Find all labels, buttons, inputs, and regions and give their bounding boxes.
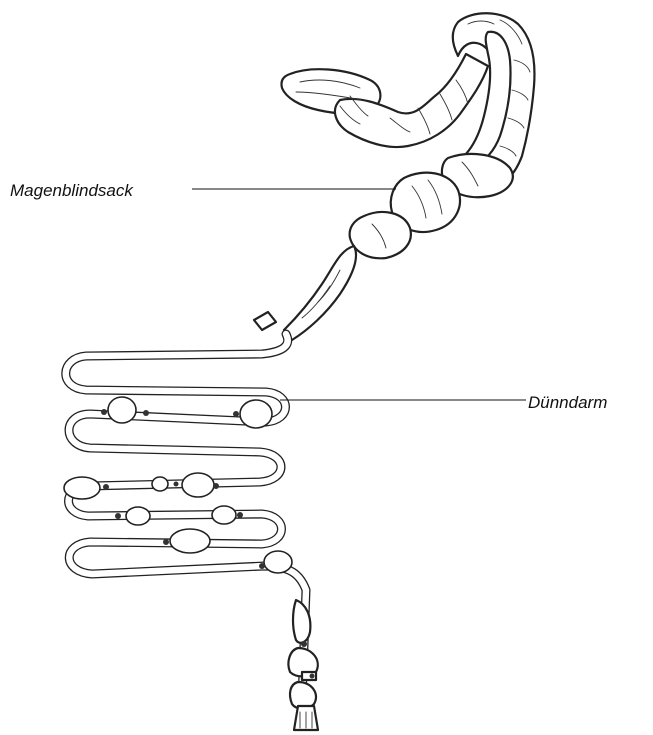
intestine-knot — [115, 513, 121, 519]
intestine-bulge — [212, 506, 236, 524]
label-text-magenblindsack: Magenblindsack — [10, 181, 134, 200]
stomach-connecting-segment — [335, 54, 488, 147]
descending-tube — [284, 246, 356, 340]
intestine-bulge — [264, 551, 292, 573]
intestine-bulge — [108, 397, 136, 423]
label-text-duenndarm: Dünndarm — [528, 393, 607, 412]
hindgut — [288, 600, 318, 730]
intestine-knot — [237, 512, 243, 518]
intestine-knot — [259, 563, 265, 569]
intestine-bulge — [240, 400, 272, 428]
caecum-chain — [254, 154, 513, 340]
intestine-bulge — [182, 473, 214, 497]
label-magenblindsack: Magenblindsack — [10, 181, 396, 200]
intestine-knot — [163, 539, 169, 545]
intestine-bulge — [170, 529, 210, 553]
small-intestine — [64, 334, 306, 700]
intestine-knot — [103, 484, 109, 490]
hindgut-lower-bulb — [290, 682, 316, 709]
intestine-bulge — [152, 477, 168, 491]
junction-tip — [254, 312, 276, 330]
intestine-knot — [143, 410, 149, 416]
intestine-bulge — [126, 507, 150, 525]
intestine-bulge — [64, 477, 100, 499]
label-duenndarm: Dünndarm — [280, 393, 607, 412]
intestine-knot — [101, 409, 107, 415]
intestine-knot — [233, 411, 239, 417]
intestine-knot — [213, 483, 219, 489]
intestine-knot — [174, 482, 179, 487]
